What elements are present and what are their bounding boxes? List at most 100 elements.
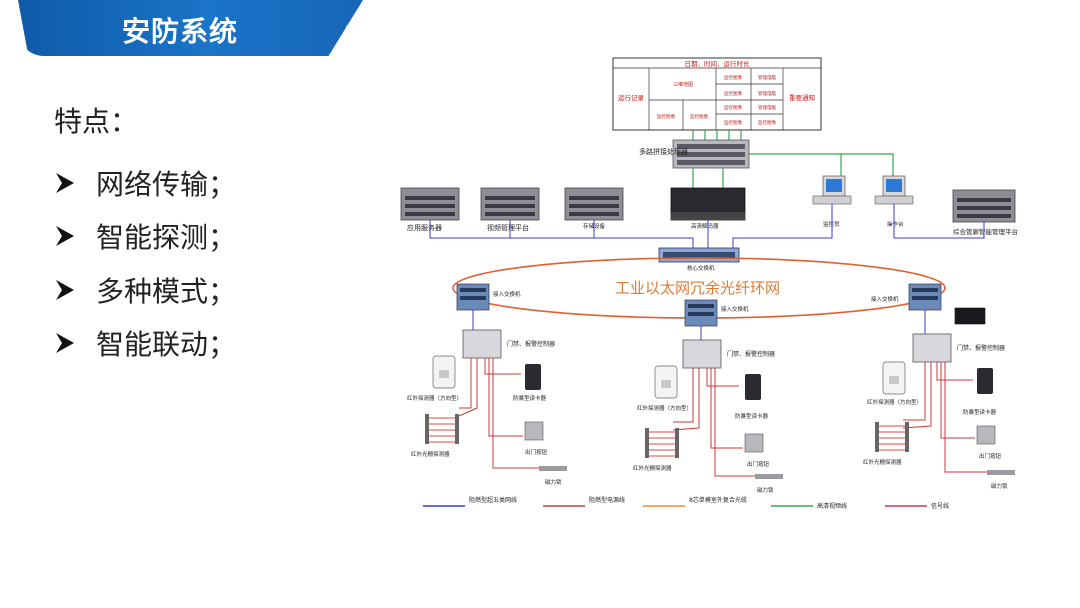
- light-grid-left: 红外光栅探测器: [411, 414, 459, 458]
- access-switch-left: 接入交换机: [456, 283, 521, 311]
- server-video-mgmt-label: 视频管理平台: [487, 223, 529, 232]
- wall-mgmt-label: 管理电脑: [758, 104, 776, 111]
- reader-label: 防暴型读卡器: [963, 408, 997, 416]
- legend-label: 信号线: [931, 502, 949, 510]
- wall-monitor-label: 监控图像: [657, 113, 675, 120]
- ir-detector-label: 红外探测器（方向型）: [867, 398, 922, 406]
- splicer-device: 多路拼接处理器: [639, 139, 750, 169]
- reader-label: 防暴型读卡器: [735, 412, 769, 420]
- ir-detector-left: 红外探测器（方向型）: [407, 355, 462, 402]
- ir-detector-label: 红外探测器（方向型）: [407, 394, 462, 402]
- feature-list: 特点： 网络传输； 智能探测； 多种模式； 智能联动；: [54, 100, 236, 370]
- hd-decoder-label: 高清解码器: [691, 222, 719, 230]
- mag-lock-label: 磁力锁: [545, 478, 562, 486]
- access-switch-right: 接入交换机: [871, 283, 986, 325]
- feature-item: 智能探测；: [54, 210, 236, 264]
- operator-pc: 操作台: [874, 175, 914, 228]
- ring-label: 工业以太网冗余光纤环网: [615, 279, 780, 297]
- feature-item: 智能联动；: [54, 317, 236, 371]
- arrow-bullet-icon: [56, 333, 74, 354]
- feature-label: 多种模式；: [96, 274, 237, 308]
- title-mark: AI: [342, 22, 358, 41]
- wall-monitor-label: 监控图像: [690, 113, 708, 120]
- wall-right-label: 重要通知: [789, 93, 815, 102]
- ir-detector-label: 红外探测器（方向型）: [637, 404, 692, 412]
- diagram-svg: 日期、时间、运行时长 运行记录 三维地图 监控图像 管理电脑 监控图像 管理电脑…: [400, 57, 1018, 510]
- feature-label: 智能探测；: [96, 221, 237, 255]
- server-video-mgmt: 视频管理平台: [480, 187, 540, 232]
- reader-left: 防暴型读卡器: [513, 364, 547, 402]
- wall-monitor-label: 监控图像: [758, 119, 776, 126]
- diagram-legend: 阻燃型超五类网线 阻燃型电源线 8芯单模室外复合光缆 高清视频线 信号线: [423, 496, 949, 510]
- ir-detector-right: 红外探测器（方向型）: [867, 361, 922, 406]
- operator-pc-label: 操作台: [887, 220, 904, 228]
- server-integrated-mgmt: 综合管廊智能管理平台: [952, 189, 1018, 236]
- controller-center: 门禁、报警控制器: [682, 339, 775, 369]
- wall-monitor-label: 监控图像: [724, 104, 742, 111]
- hd-video-lines: [692, 130, 742, 140]
- feature-label: 网络传输；: [96, 167, 237, 201]
- mag-lock-center: 磁力锁: [755, 474, 783, 494]
- video-wall: 日期、时间、运行时长 运行记录 三维地图 监控图像 管理电脑 监控图像 管理电脑…: [612, 57, 822, 131]
- exit-button-label: 出门按钮: [525, 448, 548, 456]
- controller-label: 门禁、报警控制器: [727, 350, 775, 358]
- mag-lock-label: 磁力锁: [991, 482, 1008, 490]
- feature-label: 智能联动；: [96, 328, 237, 362]
- network-links: [429, 204, 985, 248]
- controller-links: [472, 310, 926, 340]
- server-app-label: 应用服务器: [407, 223, 442, 232]
- exit-button-center: 出门按钮: [744, 433, 770, 468]
- light-grid-label: 红外光栅探测器: [411, 450, 450, 458]
- wall-mgmt-label: 管理电脑: [758, 74, 776, 81]
- controller-label: 门禁、报警控制器: [957, 344, 1005, 352]
- controller-right: 门禁、报警控制器: [912, 333, 1005, 363]
- feature-item: 多种模式；: [54, 263, 236, 317]
- exit-button-label: 出门按钮: [747, 460, 770, 468]
- access-switch-label: 接入交换机: [871, 295, 899, 303]
- light-grid-center: 红外光栅探测器: [633, 428, 679, 472]
- access-switch-label: 接入交换机: [493, 290, 521, 298]
- title-banner: [18, 0, 363, 56]
- legend-label: 高清视频线: [817, 502, 847, 510]
- access-switch-label: 接入交换机: [721, 305, 749, 313]
- arrow-bullet-icon: [56, 172, 74, 193]
- reader-center: 防暴型读卡器: [735, 374, 769, 420]
- feature-heading: 特点：: [54, 105, 139, 138]
- access-switch-center: 接入交换机: [684, 299, 749, 327]
- ir-detector-center: 红外探测器（方向型）: [637, 365, 692, 412]
- wall-monitor-label: 监控图像: [724, 74, 742, 81]
- controller-label: 门禁、报警控制器: [507, 340, 555, 348]
- reader-right: 防暴型读卡器: [963, 368, 997, 416]
- light-grid-label: 红外光栅探测器: [633, 464, 672, 472]
- server-app: 应用服务器: [400, 187, 460, 232]
- device-wiring: [458, 358, 1005, 477]
- server-integrated-mgmt-label: 综合管廊智能管理平台: [953, 227, 1018, 236]
- hd-decoder: 高清解码器: [670, 187, 746, 230]
- light-grid-label: 红外光栅探测器: [863, 458, 902, 466]
- splicer-links: [692, 153, 894, 188]
- wall-left-label: 运行记录: [618, 93, 645, 102]
- core-switch-label: 核心交换机: [687, 264, 715, 272]
- server-storage: 存储设备: [564, 187, 624, 230]
- wall-mgmt-label: 管理电脑: [758, 90, 776, 97]
- exit-button-label: 出门按钮: [979, 452, 1002, 460]
- light-grid-right: 红外光栅探测器: [863, 422, 909, 466]
- mag-lock-right: 磁力锁: [987, 470, 1015, 490]
- arrow-bullet-icon: [56, 279, 74, 300]
- legend-label: 阻燃型超五类网线: [469, 496, 517, 504]
- splicer-label: 多路拼接处理器: [639, 147, 688, 156]
- core-switch: 核心交换机: [658, 247, 740, 272]
- feature-item: 网络传输；: [54, 156, 236, 210]
- wall-top-label: 日期、时间、运行时长: [685, 59, 751, 68]
- wall-monitor-label: 监控图像: [724, 90, 742, 97]
- mag-lock-left: 磁力锁: [539, 466, 567, 486]
- security-system-diagram: 日期、时间、运行时长 运行记录 三维地图 监控图像 管理电脑 监控图像 管理电脑…: [393, 56, 1020, 518]
- legend-label: 阻燃型电源线: [589, 496, 625, 504]
- arrow-bullet-icon: [56, 226, 74, 247]
- exit-button-right: 出门按钮: [976, 425, 1002, 460]
- wall-center-label: 三维地图: [673, 81, 693, 88]
- legend-label: 8芯单模室外复合光缆: [689, 496, 747, 504]
- page-title: 安防系统: [122, 15, 239, 48]
- exit-button-left: 出门按钮: [524, 421, 548, 456]
- controller-left: 门禁、报警控制器: [462, 329, 555, 359]
